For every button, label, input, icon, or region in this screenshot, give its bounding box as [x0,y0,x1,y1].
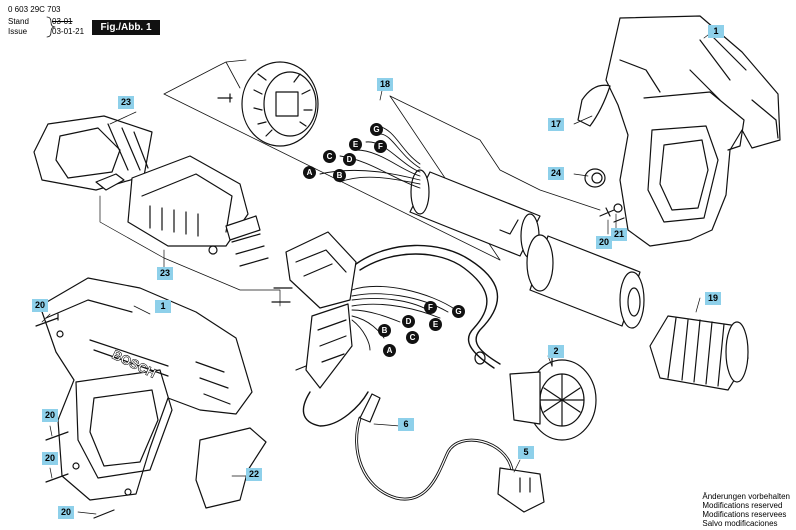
heating-element [409,169,541,259]
wire-label-upper-f: F [374,140,387,153]
callout-17: 17 [548,118,564,131]
housing-half-left [39,277,253,501]
nozzle-tube [526,234,645,329]
issue-label: Issue [8,27,28,36]
figure-label: Fig./Abb. 1 [92,20,160,35]
wire-label-lower-b: B [378,324,391,337]
callout-2: 2 [548,345,564,358]
callout-20-left-3: 20 [42,452,58,465]
fan-ring [241,61,319,147]
callout-5: 5 [518,446,534,459]
wire-label-upper-a: A [303,166,316,179]
note-line-fr: Modifications reservees [702,510,787,519]
callout-6: 6 [398,418,414,431]
wire-label-lower-f: F [424,301,437,314]
modifications-note: Änderungen vorbehalten Modifications res… [702,492,790,528]
screws-left [35,313,115,519]
callout-19: 19 [705,292,721,305]
wire-label-lower-d: D [402,315,415,328]
wire-label-lower-c: C [406,331,419,344]
note-line-es: Salvo modificaciones [702,519,778,528]
housing-half-right [605,15,781,247]
switch-board [285,231,357,389]
callout-23-top: 23 [118,96,134,109]
wire-label-upper-e: E [349,138,362,151]
callout-20-left-1: 20 [32,299,48,312]
callout-1-top: 1 [708,25,724,38]
wire-label-upper-c: C [323,150,336,163]
callout-24: 24 [548,167,564,180]
fan-motor [509,351,597,441]
callout-21: 21 [611,228,627,241]
lower-wires [351,244,501,369]
callout-20-left-4: 20 [58,506,74,519]
switch-cover [33,115,153,191]
nozzle-collar [649,315,749,391]
note-line-de: Änderungen vorbehalten [702,492,790,501]
issue-date: 03-01-21 [52,27,85,36]
wire-label-lower-a: A [383,344,396,357]
callout-18: 18 [377,78,393,91]
callout-22: 22 [246,468,262,481]
wire-label-lower-g: G [452,305,465,318]
callout-1-left: 1 [155,300,171,313]
stand-date: 03-01 [52,17,73,26]
wire-label-lower-e: E [429,318,442,331]
wire-label-upper-d: D [343,153,356,166]
wire-label-upper-g: G [370,123,383,136]
stand-label: Stand [8,17,29,26]
document-number: 0 603 29C 703 [8,5,61,14]
motor-housing [95,155,249,247]
callout-20-top: 20 [596,236,612,249]
note-line-en: Modifications reserved [702,501,783,510]
power-cord [302,391,545,513]
wire-label-upper-b: B [333,169,346,182]
callout-20-left-2: 20 [42,409,58,422]
callout-23-bottom: 23 [157,267,173,280]
